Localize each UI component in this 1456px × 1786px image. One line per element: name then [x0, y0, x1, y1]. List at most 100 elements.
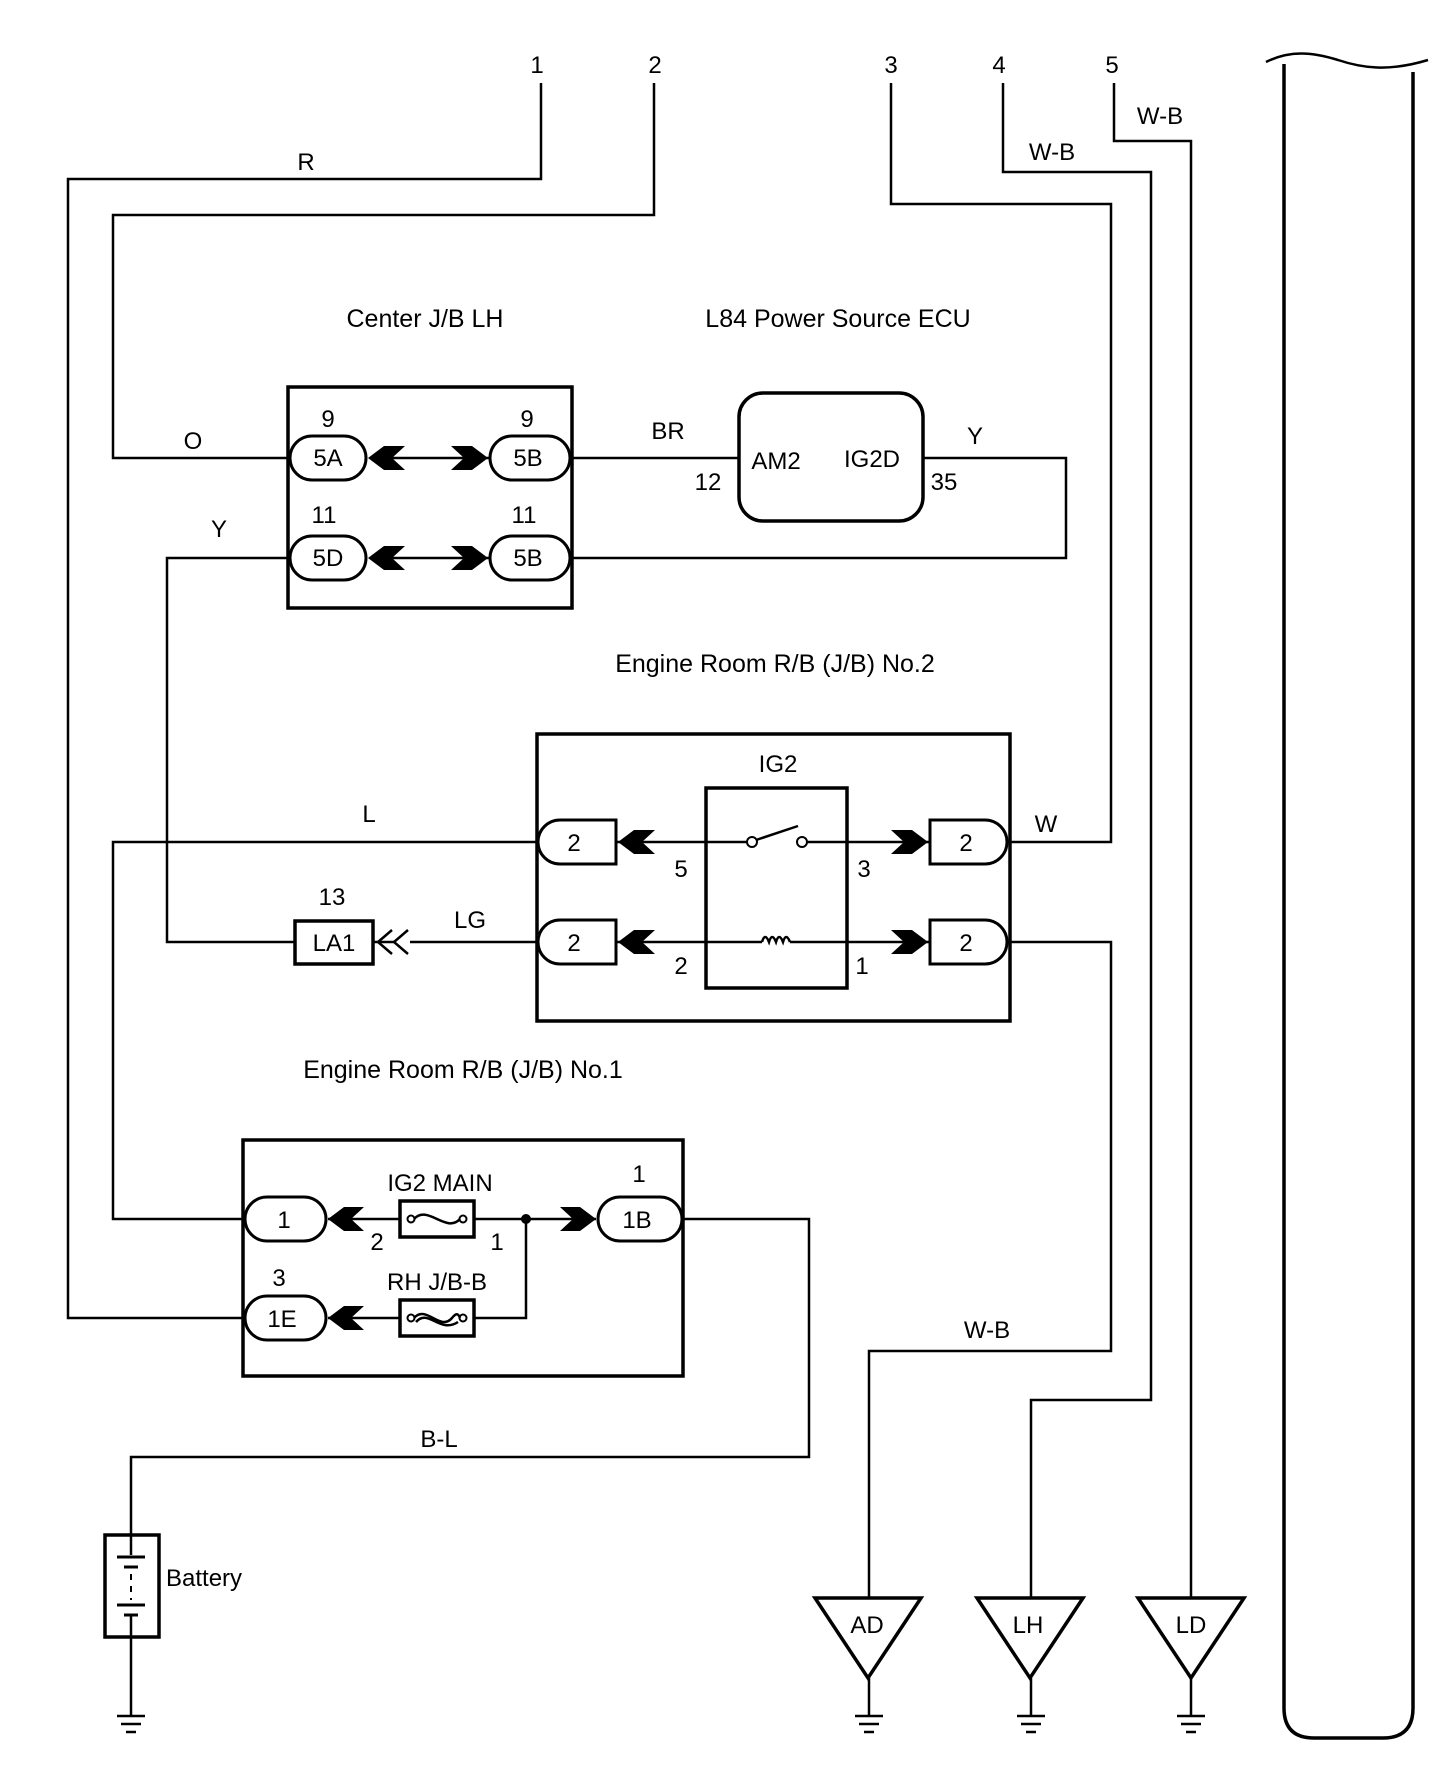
rb1-pin-1-right: 1	[632, 1161, 645, 1188]
connector-5b-a	[488, 434, 572, 482]
rb1-fuse-rh-icon	[398, 1298, 476, 1338]
ground-point-ad-label: AD	[850, 1612, 883, 1639]
rb1-fuse-main-element	[413, 1213, 461, 1225]
rb1-arrow-main-left	[328, 1207, 364, 1231]
power-ecu-pin-12: 12	[695, 469, 722, 496]
wire-y-left-label: Y	[211, 516, 227, 543]
connector-5d	[288, 534, 368, 582]
connector-5a	[288, 434, 368, 482]
connector-5b-a-label: 5B	[513, 445, 542, 472]
rb1-title: Engine Room R/B (J/B) No.1	[303, 1056, 623, 1084]
terminal-5-label: 5	[1105, 52, 1118, 79]
wire-lg-label: LG	[454, 907, 486, 934]
wire-wb-5-label: W-B	[1137, 103, 1183, 130]
la1-pin: 13	[319, 884, 346, 911]
rb1-pin-3: 3	[272, 1265, 285, 1292]
rb2-box	[535, 732, 1012, 1023]
rb2-switch-contact-right	[796, 836, 808, 848]
pin-9-right: 9	[520, 406, 533, 433]
rb1-fuse-rh-label: RH J/B-B	[387, 1269, 487, 1296]
ground-points: AD LH LD	[811, 1596, 1248, 1682]
rb2-connector-tl-label: 2	[567, 830, 580, 857]
rb1-fuse-pin-2: 2	[370, 1229, 383, 1256]
rb2-pin-3: 3	[857, 856, 870, 883]
connector-5b-d-label: 5B	[513, 545, 542, 572]
top-terminals: 1 2 3 4 5	[530, 52, 1118, 79]
rb1-box	[241, 1138, 685, 1378]
rb2-connector-tl	[536, 818, 618, 866]
rb1-connector-1-label: 1	[277, 1207, 290, 1234]
rb1: Engine Room R/B (J/B) No.1 IG2 MAIN RH J…	[241, 1056, 685, 1378]
ground-icon-lh	[1017, 1714, 1045, 1734]
wire-bl-label: B-L	[420, 1426, 457, 1453]
rb2-coil-icon	[760, 935, 792, 946]
rb1-fuse-rh-end-left	[406, 1313, 416, 1323]
rb2-connector-tr-label: 2	[959, 830, 972, 857]
rb1-connector-1b-label: 1B	[622, 1207, 651, 1234]
wire-o	[111, 83, 656, 460]
power-ecu-am2: AM2	[751, 448, 800, 475]
rb2-arrow-tr	[891, 830, 928, 854]
wire-br-label: BR	[651, 418, 684, 445]
connector-5d-label: 5D	[313, 545, 344, 572]
rb1-fuse-rh-element-2	[415, 1316, 459, 1327]
la1-label: LA1	[313, 930, 356, 957]
wire-y-right	[572, 456, 1068, 560]
power-ecu-pin-35: 35	[931, 469, 958, 496]
rb2-title: Engine Room R/B (J/B) No.2	[615, 650, 935, 678]
wire-wb-bottom	[867, 940, 1113, 1598]
rb1-connector-1b	[596, 1195, 684, 1243]
wire-y-left	[165, 556, 295, 944]
ground-symbols	[117, 1714, 1205, 1734]
ground-icon-battery	[117, 1714, 145, 1734]
rb2-switch-contact-left	[746, 836, 758, 848]
continuation-bar-outline	[1282, 64, 1415, 1740]
rb2-relay-label: IG2	[759, 751, 798, 778]
wire-r-label: R	[297, 149, 314, 176]
connector-5b-d	[488, 534, 572, 582]
rb1-arrow-rh-left	[328, 1306, 364, 1330]
rb1-fuse-main-icon	[398, 1199, 476, 1239]
wire-w	[889, 83, 1113, 844]
rb1-fuse-rh-element	[413, 1312, 462, 1324]
rb2-pin-5: 5	[674, 856, 687, 883]
rb2-connector-tr	[928, 818, 1009, 866]
rb1-fuse-pin-1: 1	[490, 1229, 503, 1256]
wire-wb-4	[1001, 83, 1153, 1598]
pin-9-left: 9	[321, 406, 334, 433]
wire-color-labels: R O Y BR Y W-B W-B L LG W W-B B-L	[184, 103, 1183, 1453]
rb1-fuse-rh-end-right	[458, 1313, 468, 1323]
rb2-pin-1: 1	[855, 953, 868, 980]
center-jb-box	[286, 385, 574, 610]
wire-wb-4-label: W-B	[1029, 139, 1075, 166]
continuation-bar-break-icon	[1265, 52, 1429, 69]
power-ecu-ig2d: IG2D	[844, 446, 900, 473]
rb2-arrow-bl	[618, 930, 655, 954]
ground-icon-ld	[1177, 1714, 1205, 1734]
center-jb-arrow-d-left	[368, 546, 405, 570]
rb2-connector-bl	[536, 918, 618, 966]
wire-l	[111, 840, 537, 1221]
wire-y-right-label: Y	[967, 423, 983, 450]
rb1-connector-1	[243, 1195, 328, 1243]
rb2-pin-2: 2	[674, 953, 687, 980]
rb1-arrow-main-right	[560, 1207, 596, 1231]
ground-point-lh-label: LH	[1013, 1612, 1044, 1639]
rb1-fuse-main-end-left	[406, 1214, 416, 1224]
center-jb-arrow-a-left	[368, 446, 405, 470]
continuation-bar	[1265, 52, 1429, 1740]
rb2-arrow-br	[891, 930, 928, 954]
wire-wb-5	[1112, 83, 1193, 1598]
ground-point-lh	[973, 1596, 1087, 1682]
wire-wb-bottom-label: W-B	[964, 1317, 1010, 1344]
battery: Battery	[103, 1533, 242, 1639]
wire-o-label: O	[184, 428, 203, 455]
terminal-3-label: 3	[884, 52, 897, 79]
center-jb-arrow-a-right	[451, 446, 488, 470]
rb2-arrow-tl	[618, 830, 655, 854]
wire-w-label: W	[1035, 811, 1058, 838]
rb2-relay-box	[704, 786, 849, 990]
center-jb-title: Center J/B LH	[346, 305, 503, 333]
terminal-1-label: 1	[530, 52, 543, 79]
